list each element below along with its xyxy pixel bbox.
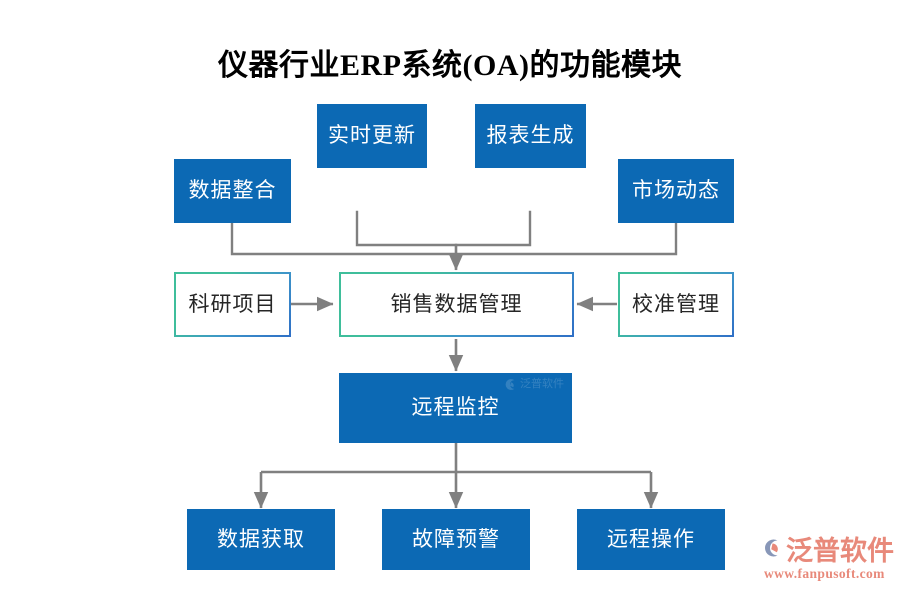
node-fault-warning[interactable]: 故障预警	[382, 509, 530, 570]
node-remote-monitoring[interactable]: 远程监控 泛普软件	[339, 373, 572, 443]
node-label: 远程操作	[607, 527, 695, 551]
edge-market-to-trunk	[454, 221, 678, 256]
watermark-text: 泛普软件	[520, 378, 564, 390]
node-label: 销售数据管理	[390, 291, 523, 316]
node-report-generation[interactable]: 报表生成	[475, 104, 586, 168]
brand-url: www.fanpusoft.com	[764, 566, 885, 581]
brand-logo: 泛普软件 www.fanpusoft.com	[762, 528, 894, 590]
node-research-project[interactable]: 科研项目	[174, 272, 291, 337]
node-data-acquisition[interactable]: 数据获取	[187, 509, 335, 570]
node-realtime-update[interactable]: 实时更新	[317, 104, 427, 168]
node-label: 科研项目	[188, 291, 277, 316]
brand-name: 泛普软件	[786, 535, 894, 566]
node-label: 报表生成	[486, 124, 575, 148]
node-remote-operation[interactable]: 远程操作	[577, 509, 725, 570]
edge-realtime-to-trunk	[355, 210, 458, 247]
node-label: 实时更新	[328, 124, 416, 148]
node-label: 数据获取	[217, 527, 305, 551]
brand-row: 泛普软件	[762, 528, 894, 568]
node-label: 故障预警	[412, 527, 500, 551]
edge-integration-to-trunk	[230, 221, 458, 256]
node-market-dynamics[interactable]: 市场动态	[618, 159, 734, 223]
watermark-logo-icon	[505, 379, 515, 391]
node-calibration-management[interactable]: 校准管理	[618, 272, 734, 337]
fanpu-logo-icon	[765, 539, 778, 557]
node-sales-data-management[interactable]: 销售数据管理	[339, 272, 574, 337]
node-label: 远程监控	[411, 396, 500, 420]
node-label: 市场动态	[632, 179, 720, 203]
page-title: 仪器行业ERP系统(OA)的功能模块	[218, 49, 682, 82]
edge-report-to-trunk	[454, 210, 532, 247]
node-data-integration[interactable]: 数据整合	[174, 159, 291, 223]
node-label: 校准管理	[632, 291, 720, 316]
watermark: 泛普软件	[504, 378, 564, 391]
node-label: 数据整合	[188, 179, 277, 203]
